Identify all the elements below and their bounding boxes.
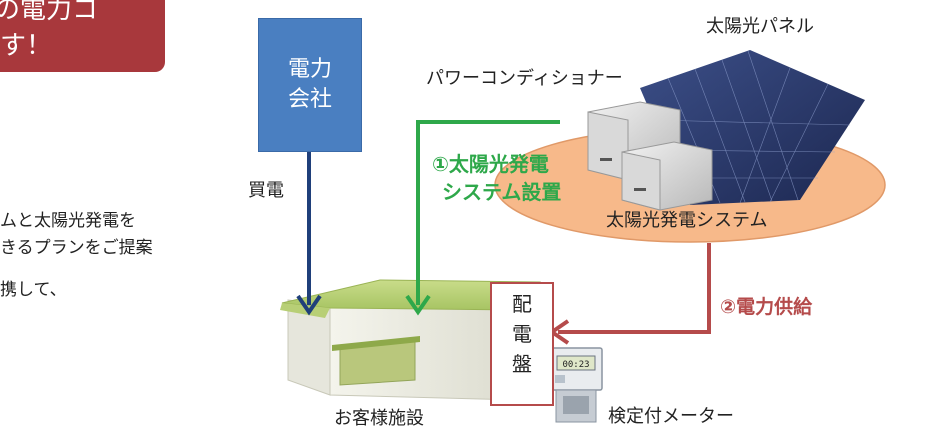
solar-panel-label: 太陽光パネル [706, 16, 814, 37]
distribution-board-char-1: 配 [512, 292, 532, 316]
distribution-board: 配 電 盤 [490, 282, 554, 406]
distribution-board-char-2: 電 [512, 322, 532, 346]
power-company-line-2: 会社 [287, 87, 332, 112]
customer-facility-label: お客様施設 [334, 408, 424, 429]
power-conditioner-icon [587, 101, 713, 211]
install-arrow [405, 120, 560, 316]
left-text-line-3: 携して、 [0, 280, 67, 300]
power-company-line-1: 電力 [287, 57, 332, 82]
callout-line-2: す！ [0, 31, 53, 61]
buy-power-arrow [296, 150, 322, 316]
install-step-line-1: ①太陽光発電 [432, 152, 549, 176]
meter-display: 00:23 [562, 360, 589, 370]
meter-icon [549, 347, 603, 423]
solar-system-label: 太陽光発電システム [606, 210, 768, 231]
distribution-board-char-3: 盤 [512, 352, 532, 376]
power-company-box: 電力 会社 [258, 18, 362, 152]
power-conditioner-label: パワーコンディショナー [426, 68, 623, 89]
callout-line-1: の電力コ [0, 0, 99, 25]
supply-step-label: ②電力供給 [720, 296, 813, 318]
left-text-line-1: ムと太陽光発電を [0, 211, 136, 231]
meter-label: 検定付メーター [608, 406, 734, 427]
supply-arrow [548, 243, 711, 345]
install-step-line-2: システム設置 [442, 180, 562, 204]
buy-power-label: 買電 [248, 180, 284, 201]
customer-building-icon [280, 279, 541, 401]
promo-callout: の電力コ す！ [0, 0, 165, 72]
left-text-line-2: きるプランをご提案 [0, 238, 153, 258]
